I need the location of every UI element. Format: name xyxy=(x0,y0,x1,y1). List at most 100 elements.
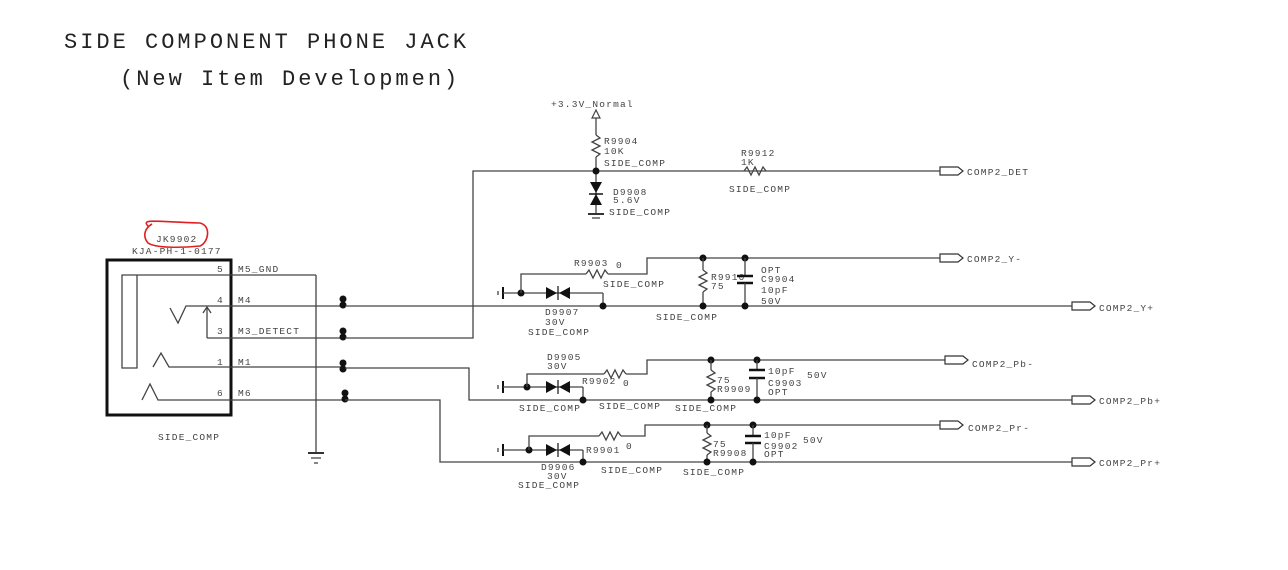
r9903-value: 0 xyxy=(616,260,623,271)
port-arrow-icon xyxy=(939,420,964,430)
d9905-ref: D9905 xyxy=(547,352,582,363)
port-label: COMP2_DET xyxy=(967,167,1029,178)
resistor-r9912 xyxy=(743,165,767,177)
pin-net: M6 xyxy=(238,388,252,399)
jack-ground xyxy=(308,275,324,464)
port-label: COMP2_Pb- xyxy=(972,359,1034,370)
power-label: +3.3V_Normal xyxy=(551,99,634,110)
r9903-group: SIDE_COMP xyxy=(603,279,665,290)
diode-d9908 xyxy=(590,182,602,193)
port-arrow-icon xyxy=(1071,301,1096,311)
d9908-ref: D9908 xyxy=(613,187,648,198)
jack-pin4-contact xyxy=(169,305,345,325)
r9902-group: SIDE_COMP xyxy=(599,401,661,412)
port-arrow-icon xyxy=(1071,457,1096,467)
port-comp2-pb-plus[interactable]: COMP2_Pb+ xyxy=(1071,395,1161,407)
pin-number: 1 xyxy=(217,357,224,368)
r9910-value: 75 xyxy=(711,281,725,292)
resistor-r9910 xyxy=(697,269,709,293)
jack-arrow-icon xyxy=(202,305,212,314)
r9908-ref: R9908 xyxy=(713,448,748,459)
r9903-ref: R9903 xyxy=(574,258,609,269)
port-comp2-pr-minus[interactable]: COMP2_Pr- xyxy=(939,420,1030,434)
d9905-value: 30V xyxy=(547,361,568,372)
jack-part-number: KJA-PH-1-0177 xyxy=(132,246,222,257)
c9902-value: 10pF xyxy=(764,430,792,441)
r9912-value: 1K xyxy=(741,157,755,168)
wire-pb-plus xyxy=(345,367,1072,401)
r9912-group: SIDE_COMP xyxy=(729,184,791,195)
c9903-ref: C9903 xyxy=(768,378,803,389)
port-label: COMP2_Y+ xyxy=(1099,303,1154,314)
diode-d9907 xyxy=(546,287,557,299)
pin-net: M3_DETECT xyxy=(238,326,300,337)
pin-net: M5_GND xyxy=(238,264,279,275)
r9902-value: 0 xyxy=(623,378,630,389)
r9902-ref: R9902 xyxy=(582,376,617,387)
schematic-subtitle: (New Item Developmen) xyxy=(120,67,461,92)
c9903-voltage: 50V xyxy=(807,370,828,381)
power-arrow-icon xyxy=(591,108,601,119)
port-comp2-y-plus[interactable]: COMP2_Y+ xyxy=(1071,301,1154,314)
port-comp2-pr-plus[interactable]: COMP2_Pr+ xyxy=(1071,457,1161,469)
c9902-ref: C9902 xyxy=(764,441,799,452)
c9902-voltage: 50V xyxy=(803,435,824,446)
pin-number: 4 xyxy=(217,295,224,306)
port-comp2-pb-minus[interactable]: COMP2_Pb- xyxy=(944,355,1034,370)
c9903-value: 10pF xyxy=(768,366,796,377)
port-comp2-y-minus[interactable]: COMP2_Y- xyxy=(939,253,1022,265)
pin-net: M1 xyxy=(238,357,252,368)
diode-d9906 xyxy=(546,444,557,456)
resistor-r9908 xyxy=(701,432,713,456)
resistor-r9902 xyxy=(603,368,627,380)
c9904-voltage: 50V xyxy=(761,296,782,307)
c9903-opt: OPT xyxy=(768,387,789,398)
pr-channel: R9901 0 SIDE_COMP D9906 30V SIDE_COMP 75… xyxy=(497,421,940,491)
d9907-group: SIDE_COMP xyxy=(528,327,590,338)
y-channel: R9903 0 SIDE_COMP D9907 30V SIDE_COMP R9… xyxy=(497,254,940,338)
r9908-value: 75 xyxy=(713,439,727,450)
r9908-group: SIDE_COMP xyxy=(683,467,745,478)
port-arrow-icon xyxy=(1071,395,1096,405)
port-comp2-det[interactable]: COMP2_DET xyxy=(939,166,1029,178)
jack-sleeve xyxy=(121,274,316,369)
phone-jack-jk9902: JK9902 KJA-PH-1-0177 5 M5_GND 4 M4 3 M3_… xyxy=(105,220,345,443)
c9904-value: 10pF xyxy=(761,285,789,296)
jack-pin6-contact xyxy=(141,382,345,401)
r9901-value: 0 xyxy=(626,441,633,452)
r9904-ref: R9904 xyxy=(604,136,639,147)
port-label: COMP2_Pr+ xyxy=(1099,458,1161,469)
port-label: COMP2_Y- xyxy=(967,254,1022,265)
c9904-opt: OPT xyxy=(761,265,782,276)
d9907-ref: D9907 xyxy=(545,307,580,318)
c9904-ref: C9904 xyxy=(761,274,796,285)
jack-ref-highlight xyxy=(143,220,209,249)
pin-number: 6 xyxy=(217,388,224,399)
d9906-ref: D9906 xyxy=(541,462,576,473)
resistor-r9903 xyxy=(585,268,609,280)
resistor-r9909 xyxy=(705,369,717,393)
r9904-value: 10K xyxy=(604,146,625,157)
r9909-group: SIDE_COMP xyxy=(675,403,737,414)
d9908-group: SIDE_COMP xyxy=(609,207,671,218)
r9909-value: 75 xyxy=(717,375,731,386)
d9905-group: SIDE_COMP xyxy=(519,403,581,414)
port-arrow-icon xyxy=(944,355,969,365)
port-arrow-icon xyxy=(939,253,964,263)
jack-group: SIDE_COMP xyxy=(158,432,220,443)
r9909-ref: R9909 xyxy=(717,384,752,395)
wire-detect xyxy=(345,170,940,339)
resistor-r9904 xyxy=(590,134,602,158)
jack-connection-dots xyxy=(339,295,349,403)
diode-d9905 xyxy=(546,381,557,393)
port-arrow-icon xyxy=(939,166,964,176)
jack-pin1-contact xyxy=(152,351,345,368)
r9912-ref: R9912 xyxy=(741,148,776,159)
r9910-ref: R9910 xyxy=(711,272,746,283)
schematic-title: SIDE COMPONENT PHONE JACK xyxy=(64,30,470,55)
pin-number: 5 xyxy=(217,264,224,275)
port-label: COMP2_Pb+ xyxy=(1099,396,1161,407)
power-section: +3.3V_Normal R9904 10K SIDE_COMP D9908 5… xyxy=(551,99,791,219)
d9906-group: SIDE_COMP xyxy=(518,480,580,491)
